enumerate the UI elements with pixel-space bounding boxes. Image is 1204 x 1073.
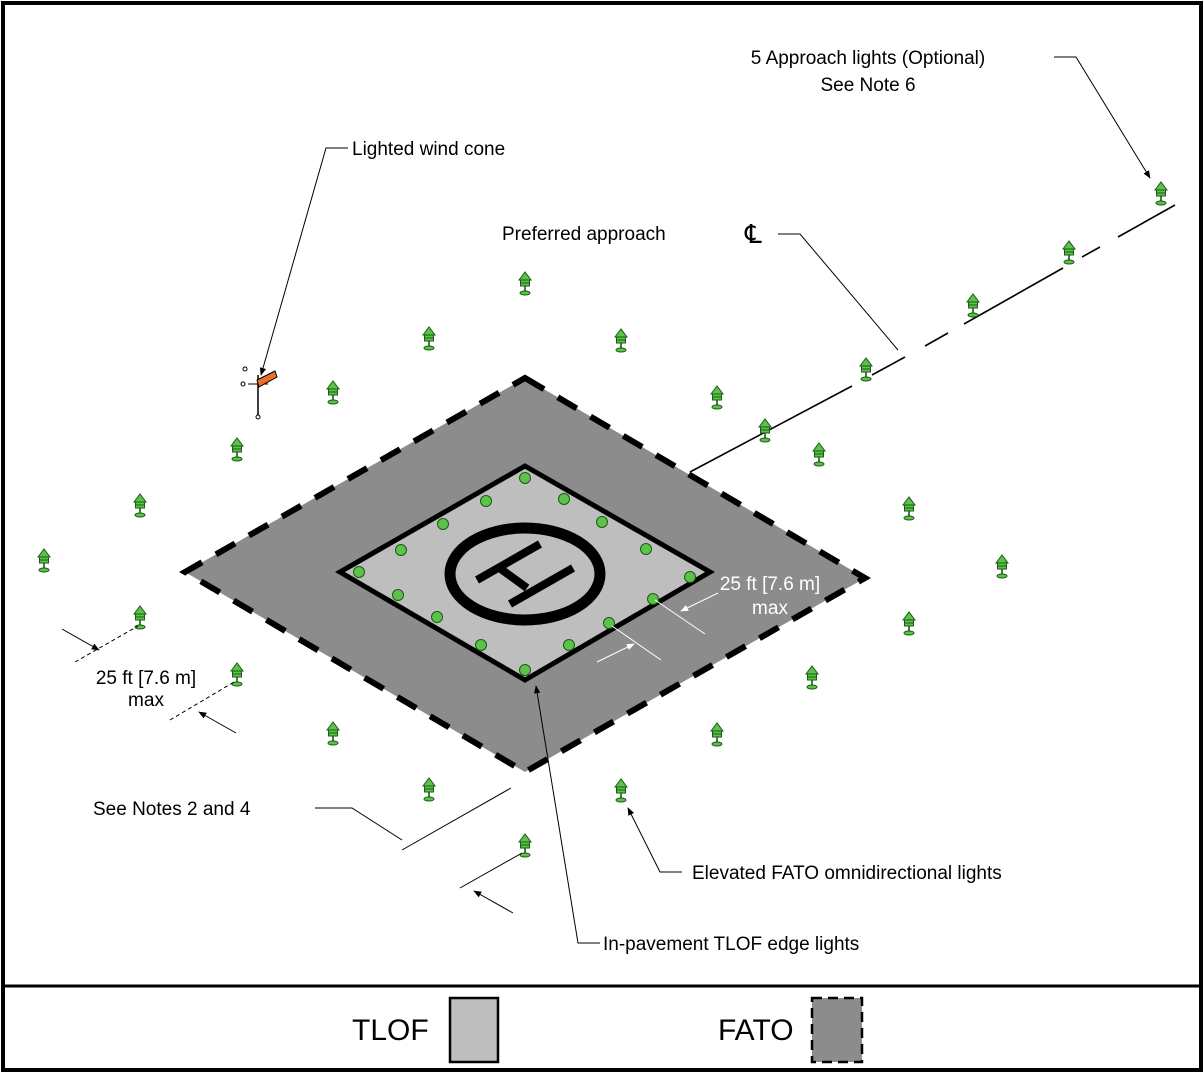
elevated-light-icon [230, 437, 244, 462]
elevated-light-icon [326, 380, 340, 405]
left-dimension-max-label: max [128, 690, 164, 711]
elevated-lights-label: Elevated FATO omnidirectional lights [692, 863, 1002, 884]
wind-cone-label: Lighted wind cone [352, 139, 505, 160]
elevated-light-icon [1154, 181, 1168, 206]
elevated-light-icon [812, 442, 826, 467]
inpavement-light-icon [475, 639, 487, 651]
tlof-area [335, 463, 715, 683]
elevated-light-icon [1062, 240, 1076, 265]
elevated-light-icon [614, 778, 628, 803]
elevated-light-icon [966, 293, 980, 318]
elevated-light-icon [422, 326, 436, 351]
fato-dashed-border [179, 374, 871, 776]
elevated-light-icon [805, 665, 819, 690]
elevated-light-icon [614, 328, 628, 353]
legend: TLOF FATO [352, 996, 864, 1064]
inpavement-light-icon [437, 518, 449, 530]
elevated-light-icon [995, 554, 1009, 579]
inpavement-light-icon [640, 543, 652, 555]
elevated-light-icon [859, 357, 873, 382]
inpavement-light-icon [519, 664, 531, 676]
elevated-light-icon [710, 385, 724, 410]
elevated-light-icon [710, 722, 724, 747]
inpavement-lights [353, 472, 696, 676]
left-dimension [61, 625, 237, 734]
inpavement-light-icon [684, 571, 696, 583]
elevated-light-icon [422, 777, 436, 802]
elevated-light-icon [133, 493, 147, 518]
centerline-symbol: ℄ [744, 220, 762, 250]
elevated-light-icon [326, 721, 340, 746]
elevated-light-icon [518, 271, 532, 296]
right-dimension-label: 25 ft [7.6 m] [720, 574, 820, 595]
approach-centerline [689, 204, 1176, 473]
approach-lights-label: 5 Approach lights (Optional) [751, 48, 985, 69]
inpavement-light-icon [395, 544, 407, 556]
heliport-h-icon [444, 522, 606, 626]
approach-lights-note-label: See Note 6 [820, 75, 915, 96]
see-notes-label: See Notes 2 and 4 [93, 799, 251, 820]
inpavement-light-icon [596, 516, 608, 528]
left-dimension-label: 25 ft [7.6 m] [96, 668, 196, 689]
inpavement-light-icon [392, 589, 404, 601]
bottom-dimension [401, 787, 523, 914]
inpavement-light-icon [558, 493, 570, 505]
elevated-light-icon [902, 496, 916, 521]
right-dimension-max-label: max [752, 598, 788, 619]
legend-fato-label: FATO [718, 1014, 794, 1047]
inpavement-light-icon [353, 566, 365, 578]
elevated-light-icon [37, 548, 51, 573]
elevated-light-icon [133, 605, 147, 630]
leader-lines [259, 56, 1151, 944]
legend-fato-swatch-border [810, 996, 864, 1064]
preferred-approach-label: Preferred approach [502, 224, 666, 245]
inpavement-light-icon [431, 611, 443, 623]
legend-tlof-swatch [448, 996, 500, 1064]
inpavement-light-icon [603, 617, 615, 629]
wind-cone-icon [240, 366, 278, 420]
inpavement-lights-label: In-pavement TLOF edge lights [603, 934, 859, 955]
legend-fato-swatch [812, 998, 862, 1062]
inpavement-light-icon [647, 593, 659, 605]
approach-lights [859, 181, 1168, 382]
inpavement-light-icon [563, 639, 575, 651]
elevated-light-icon [758, 418, 772, 443]
right-dimension [596, 592, 719, 663]
legend-tlof-label: TLOF [352, 1014, 429, 1047]
inpavement-light-icon [480, 495, 492, 507]
inpavement-light-icon [519, 472, 531, 484]
elevated-light-icon [902, 611, 916, 636]
